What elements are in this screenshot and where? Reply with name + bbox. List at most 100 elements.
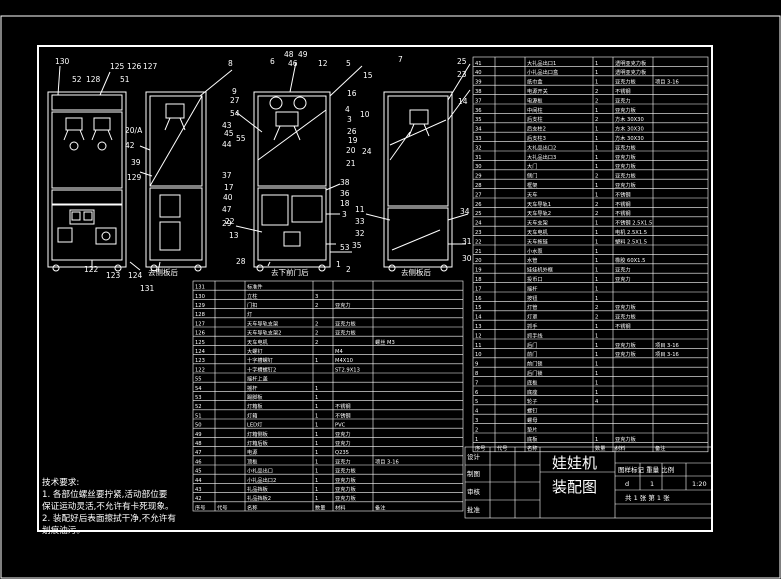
table-cell-mat: 亚克力: [335, 439, 351, 447]
table-cell-mat: 不锈钢: [615, 209, 631, 217]
table-cell-mat: 亚克力板: [615, 341, 637, 349]
table-cell-no: 22: [475, 239, 482, 245]
table-cell-qty: 1: [595, 145, 598, 151]
table-cell-mat: ST2.9X13: [335, 367, 360, 373]
callout-number: 27: [230, 96, 240, 105]
table-cell-mat: M4: [335, 349, 343, 355]
table-cell-name: 小礼品出口盒: [527, 68, 559, 76]
table-cell-no: 55: [195, 377, 202, 383]
table-header-qty: 数量: [315, 503, 325, 511]
table-cell-no: 51: [195, 413, 202, 419]
table-cell-no: 46: [195, 459, 202, 465]
table-cell-note: 螺丝 M3: [375, 338, 395, 346]
table-cell-no: 5: [475, 399, 478, 405]
table-header-name: 名称: [527, 444, 537, 452]
table-cell-name: 后支柱3: [527, 134, 546, 142]
table-cell-name: 后支柱2: [527, 125, 546, 133]
callout-number: 3: [342, 210, 347, 219]
table-cell-name: 灯箱板: [247, 402, 263, 410]
callout-number: 2: [346, 265, 351, 274]
table-cell-name: 前门: [527, 350, 537, 358]
callout-number: 44: [222, 140, 232, 149]
table-cell-mat: 亚克力板: [615, 435, 637, 443]
table-cell-mat: 不锈钢: [615, 200, 631, 208]
table-cell-mat: 亚克力板: [615, 78, 637, 86]
table-cell-name: 垫片: [527, 425, 537, 433]
callout-number: 20/A: [125, 126, 143, 135]
table-cell-no: 50: [195, 423, 202, 429]
callout-number: 8: [228, 59, 233, 68]
table-cell-name: 立柱: [247, 292, 257, 300]
table-cell-name: 娃娃机外框: [527, 266, 553, 274]
callout-number: 12: [318, 59, 328, 68]
table-cell-qty: 2: [315, 340, 318, 346]
table-cell-no: 45: [195, 469, 202, 475]
table-cell-qty: 1: [595, 192, 598, 198]
table-cell-mat: 方木 30X30: [615, 125, 644, 133]
table-cell-no: 127: [195, 321, 205, 327]
table-cell-no: 12: [475, 333, 482, 339]
table-cell-no: 34: [475, 127, 482, 133]
callout-number: 51: [120, 75, 130, 84]
table-cell-qty: 1: [595, 230, 598, 236]
callout-number: 129: [127, 173, 142, 182]
table-cell-no: 17: [475, 286, 482, 292]
table-cell-mat: 亚克力板: [615, 106, 637, 114]
table-cell-no: 48: [195, 441, 202, 447]
table-cell-name: 摇杆: [247, 384, 257, 392]
callout-number: 35: [352, 241, 362, 250]
callout-number: 3: [347, 115, 352, 124]
table-cell-qty: 1: [595, 108, 598, 114]
table-cell-qty: 3: [315, 294, 318, 300]
callout-number: 125: [110, 62, 125, 71]
table-cell-name: 电源: [247, 448, 258, 456]
table-cell-name: 天车电机: [527, 228, 549, 236]
table-header-note: 备注: [655, 444, 665, 452]
table-cell-name: 轮子: [527, 397, 537, 405]
table-cell-name: 抓手线: [527, 331, 543, 339]
table-cell-name: 门扣: [247, 301, 257, 309]
table-cell-mat: 不锈钢: [615, 87, 631, 95]
technical-requirements: 技术要求: 1. 各部位螺丝要拧紧,活动部位要 保证运动灵活,不允许有卡死现象。…: [42, 476, 176, 536]
callout-number: 26: [347, 127, 357, 136]
table-cell-mat: 亚克力板: [615, 143, 637, 151]
table-cell-no: 29: [475, 174, 482, 180]
table-cell-name: 灯箱后板: [247, 439, 269, 447]
table-cell-qty: 1: [595, 164, 598, 170]
callout-number: 22: [225, 217, 235, 226]
table-cell-name: 底板: [527, 378, 538, 386]
table-cell-qty: 1: [315, 358, 318, 364]
table-cell-name: 螺钉: [527, 407, 537, 415]
table-cell-mat: 亚克力板: [615, 153, 637, 161]
table-cell-name: 天车导轨支架: [247, 319, 278, 327]
table-cell-qty: 1: [315, 487, 318, 493]
table-cell-no: 52: [195, 404, 202, 410]
callout-number: 17: [224, 183, 234, 192]
table-cell-no: 11: [475, 343, 482, 349]
callout-number: 53: [340, 243, 350, 252]
tb-design-label: 设计: [467, 452, 481, 461]
table-cell-mat: 亚克力板: [615, 172, 637, 180]
table-cell-no: 37: [475, 98, 482, 104]
table-cell-no: 54: [195, 386, 202, 392]
callout-number: 55: [236, 134, 246, 143]
callout-number: 36: [340, 189, 350, 198]
table-header-no: 序号: [195, 503, 205, 511]
table-cell-qty: 1: [595, 70, 598, 76]
table-cell-qty: 1: [595, 362, 598, 368]
callout-number: 38: [340, 178, 350, 187]
table-cell-name: 侧门: [527, 172, 537, 180]
table-cell-qty: 1: [315, 432, 318, 438]
table-cell-mat: 亚克力: [335, 457, 351, 465]
table-cell-name: 灯管: [527, 303, 537, 311]
table-cell-no: 23: [475, 230, 482, 236]
table-cell-mat: 塑料 2.5X1.5: [615, 237, 647, 245]
table-cell-mat: 亚克力板: [335, 476, 357, 484]
callout-number: 9: [232, 87, 237, 96]
table-cell-mat: 亚克力板: [615, 181, 637, 189]
table-cell-no: 15: [475, 305, 482, 311]
table-cell-qty: 2: [595, 117, 598, 123]
